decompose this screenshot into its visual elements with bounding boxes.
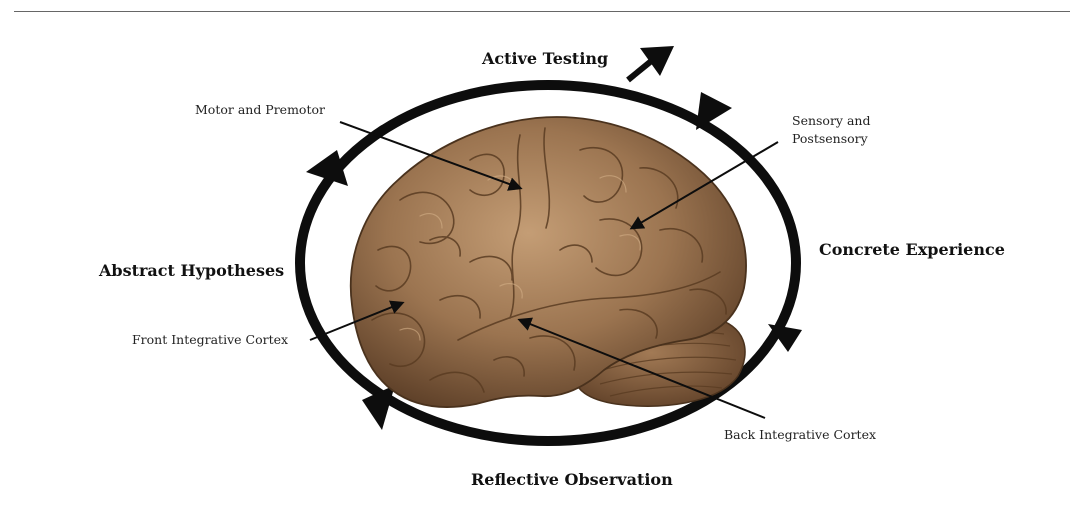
stage-label-active-testing: Active Testing [482,49,608,68]
region-label-front-integrative-cortex: Front Integrative Cortex [132,331,288,348]
region-label-motor-premotor: Motor and Premotor [195,101,325,118]
region-label-sensory: Sensory and [792,112,870,129]
stage-label-abstract-hypotheses: Abstract Hypotheses [99,261,284,280]
stage-label-concrete-experience: Concrete Experience [819,240,1005,259]
region-label-postsensory: Postsensory [792,130,868,147]
active-testing-arrowhead [640,46,674,76]
brain-illustration [351,117,746,407]
stage-label-reflective-observation: Reflective Observation [471,470,673,489]
cycle-arrowhead-top-right [696,92,732,130]
region-label-back-integrative-cortex: Back Integrative Cortex [724,426,876,443]
